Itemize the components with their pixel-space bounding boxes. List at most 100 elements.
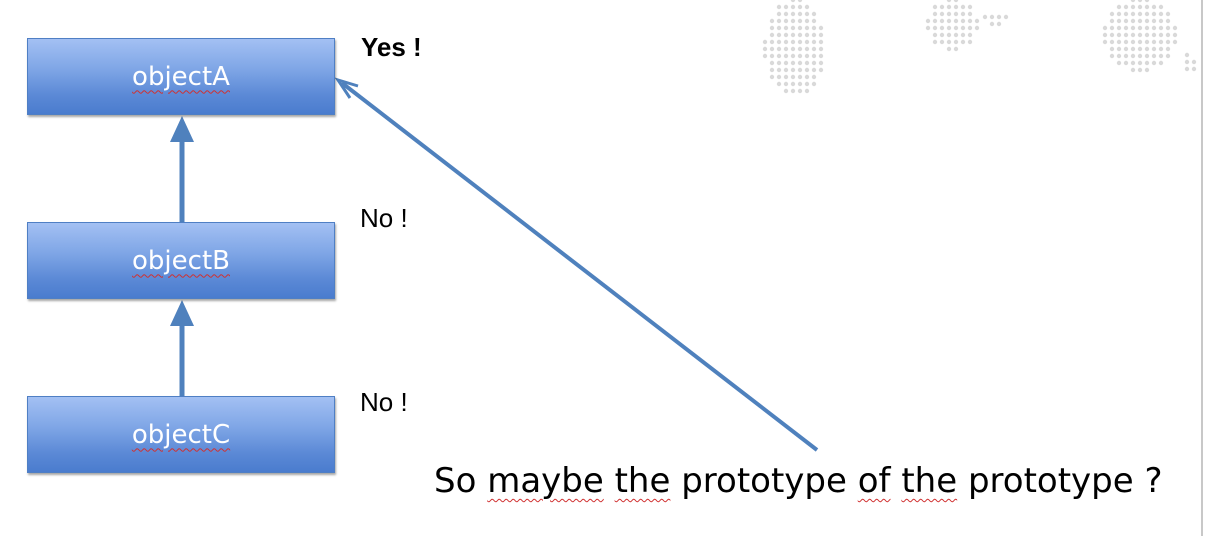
map-dot bbox=[769, 67, 775, 73]
annotation-yes: Yes ! bbox=[361, 32, 422, 62]
caption-word-1: So bbox=[434, 461, 477, 501]
map-dot bbox=[790, 81, 796, 87]
slide-edge-rule bbox=[1201, 0, 1203, 536]
map-dot bbox=[783, 67, 789, 73]
caption-word-6: the bbox=[901, 461, 958, 501]
map-dot bbox=[1172, 25, 1178, 31]
map-dot bbox=[1102, 25, 1108, 31]
map-dot bbox=[811, 74, 817, 80]
map-dot bbox=[783, 11, 789, 17]
map-dot bbox=[762, 46, 768, 52]
map-dot bbox=[804, 18, 810, 24]
map-dot bbox=[804, 67, 810, 73]
map-dot bbox=[797, 81, 803, 87]
map-dot bbox=[1116, 60, 1122, 66]
caption-word-2: maybe bbox=[487, 461, 604, 501]
map-dot bbox=[1172, 32, 1178, 38]
map-dot bbox=[797, 74, 803, 80]
map-dot bbox=[818, 39, 824, 45]
map-dot bbox=[818, 60, 824, 66]
map-dot bbox=[1109, 11, 1115, 17]
node-objectC: objectC bbox=[27, 396, 335, 473]
map-dot bbox=[783, 74, 789, 80]
map-dot bbox=[797, 32, 803, 38]
map-dot bbox=[776, 18, 782, 24]
map-dot bbox=[797, 46, 803, 52]
map-dot bbox=[1130, 39, 1136, 45]
map-dot bbox=[1109, 25, 1115, 31]
map-dot bbox=[953, 4, 959, 10]
map-dot bbox=[776, 11, 782, 17]
map-dot bbox=[818, 25, 824, 31]
map-dot bbox=[769, 53, 775, 59]
map-dot bbox=[932, 32, 938, 38]
map-dot bbox=[790, 32, 796, 38]
map-dot bbox=[960, 32, 966, 38]
map-dot bbox=[982, 14, 988, 20]
map-dot bbox=[762, 53, 768, 59]
map-dot bbox=[790, 53, 796, 59]
map-dot bbox=[776, 60, 782, 66]
map-dot bbox=[1144, 60, 1150, 66]
map-dot bbox=[818, 32, 824, 38]
map-dot bbox=[776, 81, 782, 87]
map-dot bbox=[783, 53, 789, 59]
map-dot bbox=[967, 39, 973, 45]
map-dot bbox=[797, 60, 803, 66]
map-dot bbox=[1130, 32, 1136, 38]
map-dot bbox=[797, 11, 803, 17]
map-dot bbox=[818, 53, 824, 59]
map-dot bbox=[1137, 67, 1143, 73]
map-dot bbox=[776, 67, 782, 73]
map-dot bbox=[953, 0, 959, 3]
map-dot bbox=[974, 18, 980, 24]
map-dot bbox=[1137, 39, 1143, 45]
map-dot bbox=[960, 25, 966, 31]
map-dot bbox=[1144, 0, 1150, 3]
map-dot bbox=[790, 0, 796, 3]
map-dot bbox=[790, 74, 796, 80]
map-dot bbox=[1109, 18, 1115, 24]
map-dot bbox=[790, 11, 796, 17]
map-dot bbox=[790, 4, 796, 10]
map-dot bbox=[1158, 18, 1164, 24]
map-dot bbox=[804, 4, 810, 10]
map-dot bbox=[1184, 66, 1190, 72]
arrow-c-to-b-head bbox=[170, 300, 194, 326]
map-dot bbox=[967, 32, 973, 38]
node-objectC-label: objectC bbox=[131, 419, 231, 450]
map-dot bbox=[1116, 18, 1122, 24]
map-dot bbox=[804, 25, 810, 31]
map-dot bbox=[783, 88, 789, 94]
map-dot bbox=[804, 32, 810, 38]
node-objectA-label: objectA bbox=[132, 61, 230, 92]
map-dot bbox=[783, 32, 789, 38]
world-map-watermark bbox=[762, 0, 1197, 94]
map-dot bbox=[811, 39, 817, 45]
map-dot bbox=[939, 39, 945, 45]
map-dot bbox=[811, 46, 817, 52]
map-dot bbox=[1151, 53, 1157, 59]
map-dot bbox=[804, 81, 810, 87]
map-dot bbox=[1165, 18, 1171, 24]
map-dot bbox=[1191, 59, 1197, 65]
caption-word-4: prototype bbox=[681, 461, 847, 501]
map-dot bbox=[1184, 59, 1190, 65]
map-dot bbox=[1109, 39, 1115, 45]
map-dot bbox=[967, 11, 973, 17]
map-dot bbox=[790, 67, 796, 73]
map-dot bbox=[783, 4, 789, 10]
map-dot bbox=[797, 4, 803, 10]
map-dot bbox=[797, 0, 803, 3]
map-dot bbox=[1116, 32, 1122, 38]
caption-word-7: prototype ? bbox=[967, 461, 1163, 501]
map-dot bbox=[939, 11, 945, 17]
map-dot bbox=[1158, 53, 1164, 59]
map-dot bbox=[953, 11, 959, 17]
map-dot bbox=[790, 18, 796, 24]
map-dot bbox=[1165, 53, 1171, 59]
arrow-b-to-a-head bbox=[170, 116, 194, 142]
map-dot bbox=[1109, 32, 1115, 38]
map-dot bbox=[811, 18, 817, 24]
map-dot bbox=[1130, 25, 1136, 31]
